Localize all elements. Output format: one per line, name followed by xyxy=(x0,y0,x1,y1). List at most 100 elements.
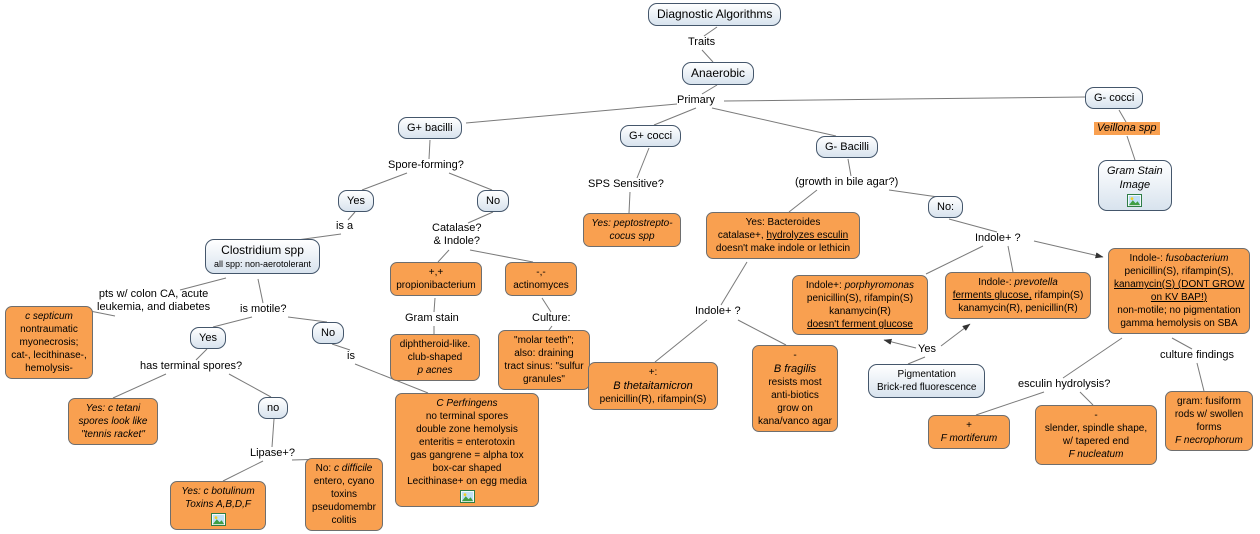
node-no-bile-text: No: xyxy=(937,201,955,213)
node-no-spore[interactable]: No xyxy=(477,190,510,212)
label-colon-ca-line: pts w/ colon CA, acute xyxy=(97,288,210,301)
node-gneg-cocci[interactable]: G- cocci xyxy=(1085,87,1144,109)
node-propionibacterium[interactable]: +,+propionibacterium xyxy=(390,262,482,296)
node-p-acnes-text: diphtheroid-like. xyxy=(399,339,471,350)
node-b-fragilis-line: - xyxy=(758,349,832,362)
node-gpos-bacilli[interactable]: G+ bacilli xyxy=(398,117,462,139)
label-indole-mid[interactable]: Indole+ ? xyxy=(695,305,741,318)
image-icon[interactable] xyxy=(176,513,260,526)
label-lipase[interactable]: Lipase+? xyxy=(250,447,295,460)
label-sps-sensitive[interactable]: SPS Sensitive? xyxy=(588,178,664,191)
root-diagnostic-algorithms[interactable]: Diagnostic Algorithms xyxy=(648,3,782,26)
label-gram-stain[interactable]: Gram stain xyxy=(405,312,459,325)
label-indole-top-text: Indole+ ? xyxy=(975,232,1021,244)
node-molar-teeth-text: granules" xyxy=(523,374,565,385)
node-no-motile[interactable]: No xyxy=(312,322,345,344)
node-f-necrophorum-line: forms xyxy=(1171,421,1247,434)
node-bacteroides-text: Yes: Bacteroides xyxy=(745,217,821,228)
node-actinomyces-line: actinomyces xyxy=(511,279,571,292)
label-terminal-spores[interactable]: has terminal spores? xyxy=(140,360,242,373)
label-spore-forming[interactable]: Spore-forming? xyxy=(388,159,464,172)
label-catalase-indole[interactable]: Catalase?& Indole? xyxy=(432,222,482,248)
node-c-septicum-text: hemolysis- xyxy=(25,363,73,374)
node-peptostreptococcus-line: Yes: peptostrepto- xyxy=(589,217,675,230)
node-no-terminal[interactable]: no xyxy=(258,397,289,419)
node-f-mortiferum[interactable]: +F mortiferum xyxy=(928,415,1010,449)
node-molar-teeth-text: also: draining xyxy=(514,348,574,359)
node-fusobacterium-line: on KV BAP!) xyxy=(1114,291,1244,304)
node-peptostreptococcus[interactable]: Yes: peptostrepto-cocus spp xyxy=(583,213,681,247)
node-porphyromonas-text: doesn't ferment glucose xyxy=(807,319,913,330)
node-c-septicum-line: nontraumatic xyxy=(11,323,87,336)
node-c-difficile-text: colitis xyxy=(331,515,357,526)
image-icon[interactable] xyxy=(1107,194,1163,207)
node-porphyromonas-line: doesn't ferment glucose xyxy=(798,318,922,331)
label-is-a[interactable]: is a xyxy=(336,220,353,233)
label-lipase-text: Lipase+? xyxy=(250,447,295,459)
node-peptostreptococcus-text: Yes: peptostrepto- xyxy=(591,218,673,229)
node-clostridium-spp-text: all spp: non-aerotolerant xyxy=(214,259,312,269)
label-indole-top[interactable]: Indole+ ? xyxy=(975,232,1021,245)
label-esculin-hydrolysis[interactable]: esculin hydrolysis? xyxy=(1018,378,1110,391)
node-actinomyces[interactable]: -,-actinomyces xyxy=(505,262,577,296)
node-gpos-cocci[interactable]: G+ cocci xyxy=(620,125,682,147)
node-gneg-bacilli[interactable]: G- Bacilli xyxy=(816,136,879,158)
label-culture[interactable]: Culture: xyxy=(532,312,571,325)
label-veillona-spp-text: Veillona spp xyxy=(1097,122,1157,134)
node-c-septicum-line: cat-, lecithinase-, xyxy=(11,349,87,362)
label-culture-findings-line: culture findings xyxy=(1160,349,1234,362)
node-b-fragilis-text: kana/vanco agar xyxy=(758,416,832,427)
node-b-fragilis-text: grow on xyxy=(777,403,813,414)
node-f-mortiferum-line: + xyxy=(934,419,1004,432)
node-fusobacterium-text: kanamycin(S) (DONT GROW xyxy=(1114,279,1245,290)
node-f-nucleatum-line: - xyxy=(1041,409,1151,422)
label-traits[interactable]: Traits xyxy=(688,36,715,49)
node-anaerobic[interactable]: Anaerobic xyxy=(682,62,755,85)
node-b-fragilis-text: - xyxy=(793,350,797,361)
node-yes-spore[interactable]: Yes xyxy=(338,190,374,212)
label-veillona-spp[interactable]: Veillona spp xyxy=(1094,122,1160,135)
label-culture-text: Culture: xyxy=(532,312,571,324)
node-gram-stain-image-text: Gram Stain xyxy=(1107,165,1163,177)
node-f-mortiferum-text: + xyxy=(966,420,972,431)
node-c-septicum-text: c septicum xyxy=(25,311,73,322)
node-c-perfringens-line: C Perfringens xyxy=(401,397,533,410)
node-yes-motile[interactable]: Yes xyxy=(190,327,226,349)
node-no-bile[interactable]: No: xyxy=(928,196,964,218)
image-icon[interactable] xyxy=(401,490,533,503)
node-prevotella-text: prevotella xyxy=(1014,277,1058,288)
label-growth-bile-agar[interactable]: (growth in bile agar?) xyxy=(795,176,898,189)
label-catalase-indole-line: & Indole? xyxy=(432,235,482,248)
node-prevotella-text: Indole-: xyxy=(978,277,1015,288)
node-fusobacterium-line: Indole-: fusobacterium xyxy=(1114,252,1244,265)
node-prevotella-line: ferments glucose, rifampin(S) xyxy=(951,289,1085,302)
node-c-difficile-text: No: xyxy=(315,463,334,474)
label-culture-findings[interactable]: culture findings xyxy=(1160,349,1234,362)
node-p-acnes-line: p acnes xyxy=(396,364,474,377)
label-primary[interactable]: Primary xyxy=(677,94,715,107)
node-peptostreptococcus-line: cocus spp xyxy=(589,230,675,243)
label-is-motile[interactable]: is motile? xyxy=(240,303,286,316)
label-terminal-spores-line: has terminal spores? xyxy=(140,360,242,373)
label-yes-pigment[interactable]: Yes xyxy=(918,343,936,356)
label-is[interactable]: is xyxy=(347,350,355,363)
